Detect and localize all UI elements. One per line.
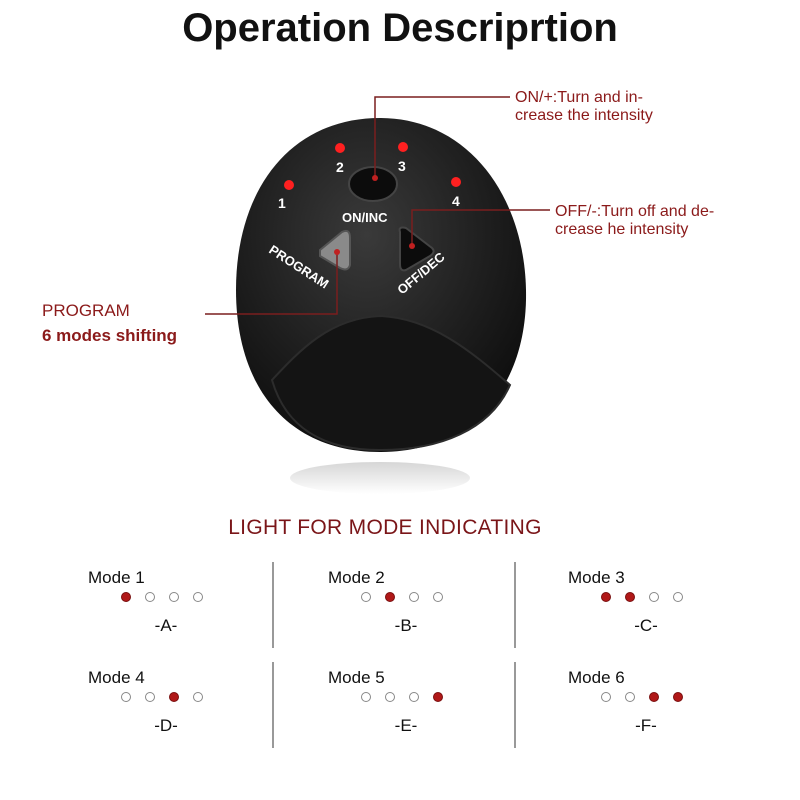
mode-light-3 bbox=[169, 592, 179, 602]
mode-label: Mode 2 bbox=[328, 568, 385, 587]
divider bbox=[514, 562, 516, 648]
mode-light-4 bbox=[433, 592, 443, 602]
off-annotation: OFF/-:Turn off and de- crease he intensi… bbox=[555, 203, 714, 239]
mode-light-3 bbox=[649, 592, 659, 602]
mode-lights bbox=[361, 692, 443, 702]
off-annotation-line-2: crease he intensity bbox=[555, 221, 689, 238]
divider bbox=[514, 662, 516, 748]
mode-light-4 bbox=[673, 692, 683, 702]
mode-light-1 bbox=[601, 692, 611, 702]
callout-lines bbox=[205, 96, 550, 315]
device-illustration: 1 2 3 4 ON/INC PROGRAM OFF/DEC bbox=[205, 96, 550, 494]
mode-light-2 bbox=[385, 692, 395, 702]
led-label-1: 1 bbox=[278, 195, 286, 211]
mode-light-4 bbox=[673, 592, 683, 602]
led-4 bbox=[451, 177, 461, 187]
mode-label: Mode 4 bbox=[88, 668, 145, 687]
mode-light-1 bbox=[121, 692, 131, 702]
light-section-title: LIGHT FOR MODE INDICATING bbox=[228, 516, 542, 539]
mode-cell: Mode 1 -A- bbox=[88, 568, 288, 658]
mode-light-3 bbox=[649, 692, 659, 702]
program-annotation-title: PROGRAM bbox=[42, 301, 130, 320]
mode-label: Mode 1 bbox=[88, 568, 145, 587]
mode-light-2 bbox=[625, 692, 635, 702]
mode-lights bbox=[121, 592, 203, 602]
mode-letter: -E- bbox=[394, 716, 418, 735]
mode-light-3 bbox=[409, 592, 419, 602]
page-title: Operation Descriprtion bbox=[182, 6, 618, 50]
led-2 bbox=[335, 143, 345, 153]
mode-light-3 bbox=[409, 692, 419, 702]
mode-label: Mode 3 bbox=[568, 568, 625, 587]
device-bottom-pad bbox=[270, 314, 512, 452]
mode-light-4 bbox=[193, 592, 203, 602]
mode-light-1 bbox=[601, 592, 611, 602]
device-reflection bbox=[290, 462, 470, 494]
mode-light-4 bbox=[433, 692, 443, 702]
mode-lights bbox=[361, 592, 443, 602]
led-indicators bbox=[284, 142, 461, 190]
mode-lights bbox=[601, 592, 683, 602]
on-inc-label: ON/INC bbox=[342, 210, 388, 225]
led-3 bbox=[398, 142, 408, 152]
led-1 bbox=[284, 180, 294, 190]
divider bbox=[272, 562, 274, 648]
mode-light-1 bbox=[361, 592, 371, 602]
mode-light-1 bbox=[361, 692, 371, 702]
mode-cell: Mode 5 -E- bbox=[328, 668, 528, 758]
off-annotation-line-1: OFF/-:Turn off and de- bbox=[555, 203, 715, 220]
mode-light-2 bbox=[385, 592, 395, 602]
program-annotation-desc: 6 modes shifting bbox=[42, 326, 178, 345]
mode-label: Mode 5 bbox=[328, 668, 385, 687]
mode-lights bbox=[601, 692, 683, 702]
mode-light-4 bbox=[193, 692, 203, 702]
mode-light-2 bbox=[145, 592, 155, 602]
mode-letter: -B- bbox=[394, 616, 418, 635]
divider bbox=[272, 662, 274, 748]
mode-letter: -F- bbox=[635, 716, 657, 735]
on-annotation-line-1: ON/+:Turn and in- bbox=[515, 89, 643, 106]
mode-light-2 bbox=[145, 692, 155, 702]
mode-lights bbox=[121, 692, 203, 702]
on-annotation-line-2: crease the intensity bbox=[515, 107, 653, 124]
mode-cell: Mode 6 -F- bbox=[568, 668, 768, 758]
led-label-4: 4 bbox=[452, 193, 460, 209]
led-label-2: 2 bbox=[336, 159, 344, 175]
mode-cell: Mode 4 -D- bbox=[88, 668, 288, 758]
mode-label: Mode 6 bbox=[568, 668, 625, 687]
mode-light-2 bbox=[625, 592, 635, 602]
mode-cell: Mode 3 -C- bbox=[568, 568, 768, 658]
off-dec-button[interactable] bbox=[398, 226, 435, 272]
on-inc-button[interactable] bbox=[348, 166, 398, 202]
mode-letter: -D- bbox=[154, 716, 178, 735]
on-annotation: ON/+:Turn and in- crease the intensity bbox=[515, 89, 653, 125]
mode-light-3 bbox=[169, 692, 179, 702]
mode-cell: Mode 2 -B- bbox=[328, 568, 528, 658]
mode-letter: -C- bbox=[634, 616, 658, 635]
mode-light-1 bbox=[121, 592, 131, 602]
mode-letter: -A- bbox=[154, 616, 178, 635]
led-label-3: 3 bbox=[398, 158, 406, 174]
